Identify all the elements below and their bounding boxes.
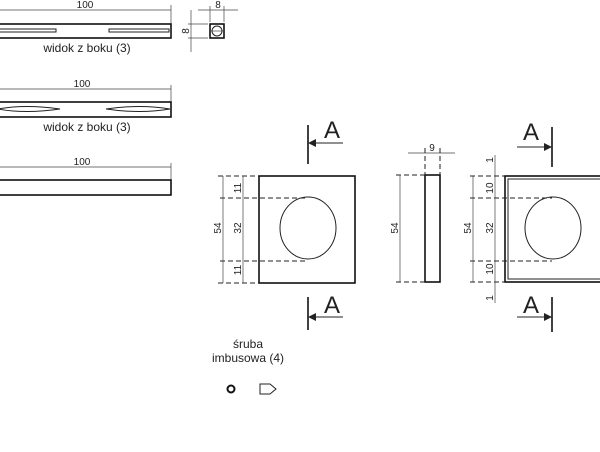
side-height: 54: [390, 222, 401, 234]
bar-3-view: 100: [0, 157, 172, 196]
section-marker-top: A: [324, 117, 340, 144]
plate-front-view: 54 11 32 11 A A: [213, 117, 356, 330]
screw-label-1: śruba: [233, 337, 263, 351]
bar-3-length: 100: [74, 157, 91, 168]
section-top: 10: [485, 182, 496, 194]
side-thickness: 9: [429, 143, 435, 154]
section-bottom-gap: 1: [485, 295, 496, 301]
bar-1-caption: widok z boku (3): [42, 41, 130, 55]
bar-2-view: 100 widok z boku (3): [0, 79, 172, 134]
section-marker-bottom: A: [324, 292, 340, 319]
bar-2-caption: widok z boku (3): [42, 120, 130, 134]
section-bottom: 10: [485, 263, 496, 275]
end-view-height: 8: [181, 28, 192, 34]
section-hole: 32: [485, 222, 496, 234]
screw-head-icon: [226, 384, 236, 394]
plate-side-view: 54 9: [390, 143, 455, 283]
screw-detail: śruba imbusowa (4): [212, 337, 284, 395]
plate-height: 54: [213, 222, 224, 234]
section-right-marker-bottom: A: [523, 292, 539, 319]
screw-label-2: imbusowa (4): [212, 351, 284, 365]
section-top-gap: 1: [485, 157, 496, 163]
plate-hole: 32: [233, 222, 244, 234]
plate-bottom: 11: [233, 264, 244, 275]
plate-section-view: 54 1 10 32 10 1 A A: [463, 119, 600, 332]
screw-side-icon: [259, 383, 277, 395]
bar-1-view: 100 widok z boku (3): [0, 0, 172, 55]
bar-2-length: 100: [74, 79, 91, 90]
section-height: 54: [463, 222, 474, 234]
section-right-marker-top: A: [523, 119, 539, 146]
plate-top: 11: [233, 182, 244, 193]
end-view: 8 8: [181, 0, 238, 52]
end-view-width: 8: [215, 0, 221, 11]
bar-1-length: 100: [77, 0, 94, 11]
